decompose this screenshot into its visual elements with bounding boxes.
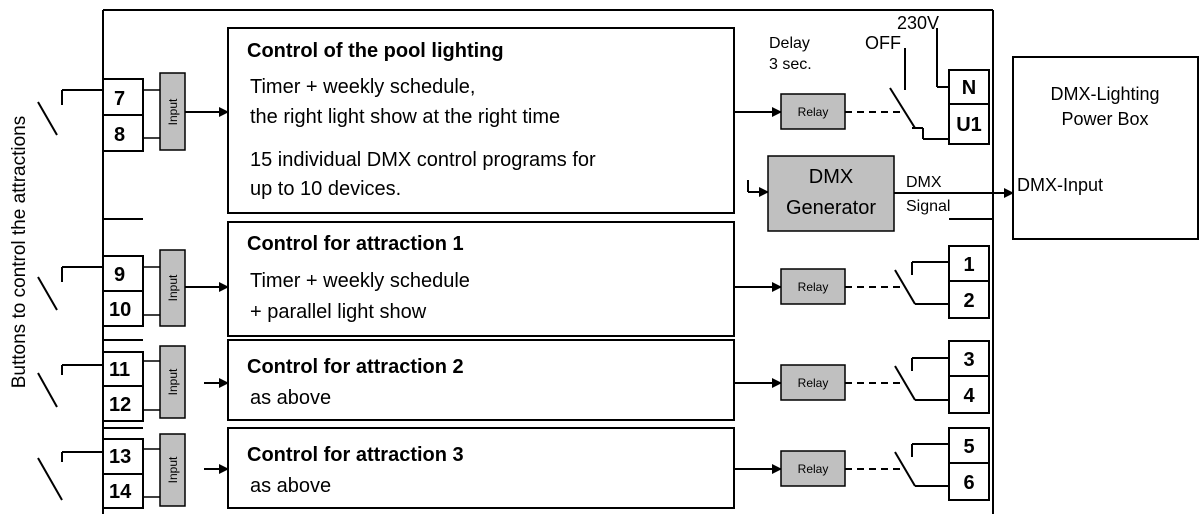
relay-contact: [889, 87, 916, 129]
terminal-label: 7: [114, 88, 125, 110]
relay-block: [780, 93, 846, 130]
terminal-label: 1: [963, 254, 974, 276]
push-button-switch: [37, 457, 63, 501]
terminal-2: [948, 280, 990, 319]
side-label: Buttons to control the attractions: [9, 116, 30, 389]
input-label: Input: [166, 456, 180, 483]
dmx-signal-label: DMX: [906, 174, 942, 191]
terminal-4: [948, 375, 990, 414]
terminal-label: 14: [109, 481, 132, 503]
attraction-2-box: [227, 339, 735, 421]
terminal-label: 9: [114, 264, 125, 286]
terminal-label: 12: [109, 394, 131, 416]
attraction-1-title: Control for attraction 1: [247, 233, 464, 255]
push-button-switch: [37, 372, 58, 408]
terminal-label: 3: [963, 349, 974, 371]
terminal-7: [102, 78, 144, 116]
relay-label: Relay: [798, 462, 829, 476]
pool-text-line: 15 individual DMX control programs for: [250, 149, 596, 171]
delay-label: 3 sec.: [769, 56, 812, 73]
relay-contact: [894, 365, 916, 401]
push-button-switch: [37, 276, 58, 311]
terminal-label: 13: [109, 446, 131, 468]
relay-contact: [894, 451, 916, 487]
terminal-label: N: [962, 77, 976, 99]
push-button-switch: [37, 101, 58, 136]
input-block: [159, 249, 186, 327]
attraction-3-row: 13 14 Input Control for attraction 3 as …: [37, 427, 990, 509]
terminal-label: 6: [963, 472, 974, 494]
off-label: OFF: [865, 33, 901, 53]
input-block: [159, 345, 186, 419]
relay-label: Relay: [798, 280, 829, 294]
terminal-label: 8: [114, 124, 125, 146]
terminal-3: [948, 340, 990, 377]
attraction-3-text: as above: [250, 475, 331, 497]
attraction-1-row: 9 10 Input Control for attraction 1 Time…: [37, 221, 990, 337]
dmx-input-label: DMX-Input: [1017, 175, 1103, 195]
relay-label: Relay: [798, 376, 829, 390]
input-label: Input: [166, 98, 180, 125]
terminal-label: 11: [109, 359, 130, 381]
dmx-generator-label: Generator: [786, 197, 876, 219]
voltage-label: 230V: [897, 13, 939, 33]
pool-text-line: the right light show at the right time: [250, 106, 560, 128]
power-box-label: DMX-Lighting: [1050, 84, 1159, 104]
attraction-1-box: [227, 221, 735, 337]
terminal-14: [102, 473, 144, 509]
pool-title: Control of the pool lighting: [247, 40, 504, 62]
terminal-N: [948, 69, 990, 105]
attraction-1-text: Timer + weekly schedule: [250, 270, 470, 292]
attraction-2-text: as above: [250, 387, 331, 409]
terminal-label: 4: [963, 385, 975, 407]
dmx-signal-label: Signal: [906, 198, 950, 215]
input-label: Input: [166, 274, 180, 301]
pool-text-line: up to 10 devices.: [250, 178, 401, 200]
pool-lighting-row: 7 8 Input Control of the pool lighting T…: [37, 13, 1014, 232]
terminal-label: U1: [956, 114, 982, 136]
terminal-U1: [948, 103, 990, 145]
input-label: Input: [166, 368, 180, 395]
attraction-3-title: Control for attraction 3: [247, 444, 464, 466]
terminal-10: [102, 290, 144, 327]
power-box-label: Power Box: [1061, 109, 1148, 129]
pool-text-line: Timer + weekly schedule,: [250, 76, 475, 98]
relay-block: [780, 450, 846, 487]
terminal-6: [948, 462, 990, 501]
attraction-2-title: Control for attraction 2: [247, 356, 464, 378]
attraction-2-row: 11 12 Input Control for attraction 2 as …: [37, 339, 990, 422]
terminal-label: 2: [963, 290, 974, 312]
terminal-9: [102, 255, 144, 292]
input-block: [159, 433, 186, 507]
terminal-label: 5: [963, 436, 974, 458]
terminal-8: [102, 114, 144, 152]
terminal-label: 10: [109, 299, 131, 321]
terminal-12: [102, 385, 144, 422]
dmx-generator-label: DMX: [809, 166, 853, 188]
relay-block: [780, 268, 846, 305]
delay-label: Delay: [769, 35, 810, 52]
relay-block: [780, 364, 846, 401]
relay-label: Relay: [798, 105, 829, 119]
terminal-11: [102, 351, 144, 387]
pool-controller-box: [227, 27, 735, 214]
dmx-power-box: [1012, 56, 1199, 240]
input-block: [159, 72, 186, 151]
terminal-13: [102, 438, 144, 475]
dmx-generator: [767, 155, 895, 232]
relay-contact: [894, 269, 916, 305]
attraction-1-text: + parallel light show: [250, 301, 427, 323]
